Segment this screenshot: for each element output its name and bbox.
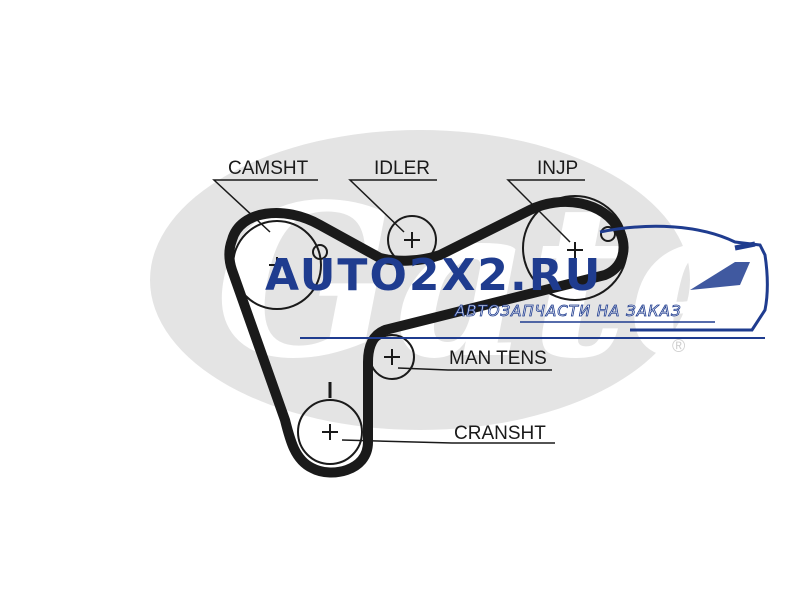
car-headlight-icon	[690, 262, 750, 290]
leader-lines	[212, 179, 585, 444]
center-marks	[269, 232, 583, 440]
manual-tensioner-label: MAN TENS	[449, 348, 547, 369]
camshaft-pulley	[232, 220, 322, 310]
component-labels: CAMSHT IDLER INJP MAN TENS CRANSHT	[228, 158, 578, 444]
car-mirror-icon	[734, 241, 756, 251]
idler-leader	[348, 179, 437, 233]
camshaft-timing-mark	[312, 244, 328, 260]
crankshaft-pulley	[297, 399, 363, 465]
timing-belt	[224, 196, 629, 478]
crankshaft-label: CRANSHT	[454, 423, 546, 444]
idler-center-icon	[404, 232, 420, 248]
tensioner-leader	[397, 367, 552, 371]
watermark-main-text: AUTO2X2.RU	[265, 250, 602, 301]
idler-label: IDLER	[374, 158, 430, 179]
crankshaft-center-icon	[322, 424, 338, 440]
registered-mark: ®	[672, 336, 685, 356]
tensioner-center-icon	[384, 349, 400, 365]
camshaft-label: CAMSHT	[228, 158, 309, 179]
injp-leader	[506, 179, 585, 243]
injection-pump-pulley	[522, 195, 628, 301]
crankshaft-leader	[341, 439, 555, 444]
camshaft-center-icon	[269, 257, 285, 273]
injection-pump-label: INJP	[537, 158, 578, 179]
injp-timing-mark	[600, 226, 616, 242]
logo-text: Gates	[215, 158, 800, 405]
idler-pulley	[387, 215, 437, 265]
camshaft-leader	[212, 179, 318, 233]
watermark-sub-text: АВТОЗАПЧАСТИ НА ЗАКАЗ	[454, 302, 682, 320]
auto2x2-watermark: AUTO2X2.RU АВТОЗАПЧАСТИ НА ЗАКАЗ	[265, 224, 769, 339]
pulleys	[232, 195, 628, 465]
injp-center-icon	[567, 242, 583, 258]
manual-tensioner-pulley	[369, 334, 415, 380]
belt-path	[224, 196, 629, 478]
car-silhouette-icon	[599, 224, 769, 332]
